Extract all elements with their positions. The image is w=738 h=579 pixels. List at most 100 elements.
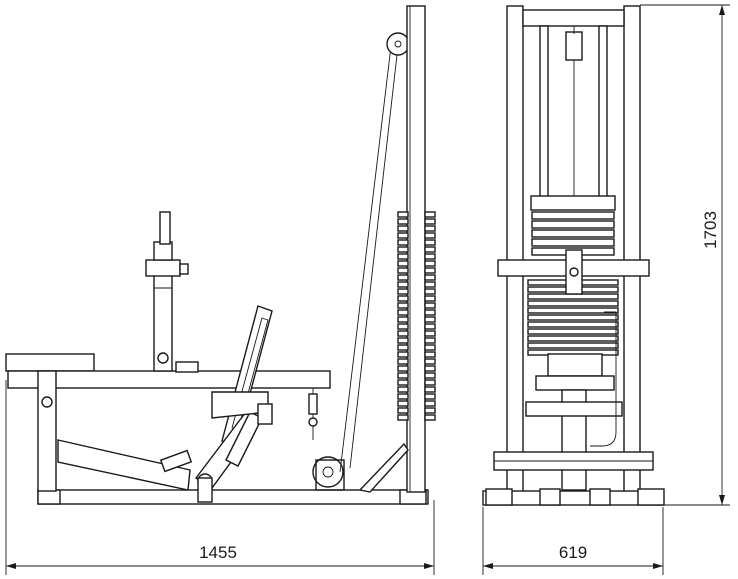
cable-back [349,45,399,469]
selector-pin [569,267,579,277]
side-plate-right [424,344,436,351]
side-plate-left [397,337,409,344]
side-plate-right [424,393,436,400]
front-plate-lower [527,328,619,335]
side-plate-left [397,288,409,295]
side-plate-left [397,330,409,337]
top-header [522,9,625,27]
side-plate-right [424,407,436,414]
pop-pin [179,263,189,275]
side-plate-left [397,232,409,239]
side-plate-left [397,274,409,281]
side-plate-left [397,260,409,267]
front-plate-upper [531,220,615,229]
side-plate-right [424,218,436,225]
lower-pulley [312,456,344,488]
front-plate-lower [527,314,619,321]
side-plate-left [397,379,409,386]
mount-plate [257,403,273,425]
carriage-top [547,353,603,377]
seat-post-bolt [157,352,169,364]
height-arrow-bottom [719,495,725,505]
side-plate-left [397,246,409,253]
foot-mid-left [539,488,561,506]
width-arrow-left [483,563,493,569]
side-plate-right [424,232,436,239]
base-foot-left [37,489,61,505]
side-plate-right [424,211,436,218]
lever-base [197,477,213,503]
length-label: 1455 [199,543,237,562]
beam-bracket [175,361,199,373]
side-plate-right [424,400,436,407]
cable-clamp [565,31,583,61]
lower-pulley-hub [322,466,334,478]
side-plate-right [424,309,436,316]
side-plate-right [424,246,436,253]
front-leg [37,370,57,492]
side-plate-right [424,281,436,288]
side-plate-right [424,267,436,274]
side-plate-left [397,323,409,330]
cable-guide [590,311,617,447]
side-plate-right [424,288,436,295]
front-plate-lower [527,300,619,307]
side-plate-left [397,365,409,372]
carriage-mid [535,375,615,391]
side-plate-left [397,295,409,302]
seat-pad [5,353,95,372]
cable-front [339,37,393,473]
side-plate-right [424,379,436,386]
width-label: 619 [559,543,587,562]
side-plate-left [397,225,409,232]
pulley-housing [315,459,345,491]
front-plate-lower [527,307,619,314]
side-plate-right [424,351,436,358]
front-plate-lower [527,293,619,300]
side-plate-left [397,344,409,351]
side-plate-right [424,274,436,281]
post-top [159,211,171,245]
side-plate-right [424,239,436,246]
post-collar [145,259,181,277]
front-plate-lower [527,342,619,349]
front-upright-left [506,5,524,493]
foot-plate [159,449,193,473]
front-plate-upper [531,211,615,220]
side-plate-right [424,330,436,337]
side-plate-right [424,302,436,309]
height-label: 1703 [701,211,720,249]
column-brace [358,442,409,493]
side-plate-left [397,267,409,274]
dimension-lines: 1455 619 1703 [5,4,730,575]
carriage-plate [525,401,623,417]
side-plate-left [397,239,409,246]
side-plate-right [424,358,436,365]
side-plate-right [424,372,436,379]
side-weight-stack [397,211,436,421]
guide-rod-right [598,25,608,209]
side-plate-right [424,253,436,260]
width-arrow-right [653,563,663,569]
front-plate-upper [531,229,615,238]
side-plate-left [397,407,409,414]
side-plate-right [424,386,436,393]
foot-right [637,488,665,506]
side-view [5,5,436,505]
side-plate-right [424,295,436,302]
side-plate-left [397,253,409,260]
side-plate-left [397,372,409,379]
foot-left [485,488,513,506]
cable-ball [308,417,318,427]
side-plate-left [397,281,409,288]
front-upright-right [623,5,641,493]
side-plate-left [397,400,409,407]
top-plate [530,195,616,211]
side-plate-left [397,393,409,400]
front-plate-upper [531,238,615,247]
side-plate-left [397,211,409,218]
front-plate-lower [527,321,619,328]
foot-mid-right [589,488,611,506]
cable-clip [308,393,318,415]
